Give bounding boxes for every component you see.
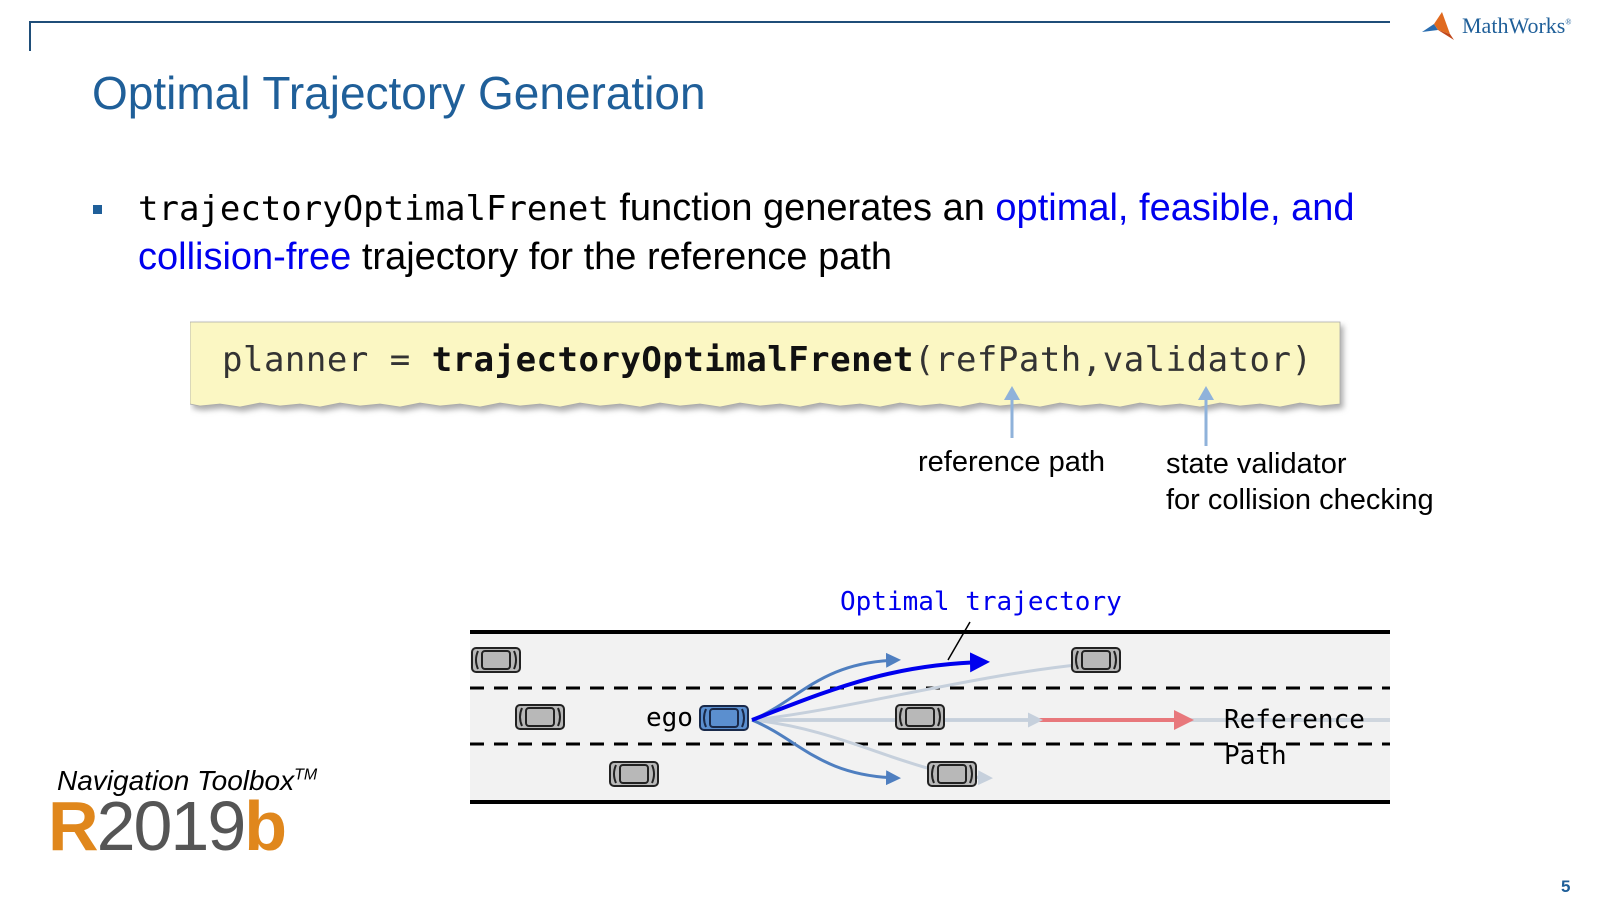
bullet-text-part1: function generates an [608,187,996,229]
code-line: planner = trajectoryOptimalFrenet(refPat… [222,340,1312,380]
code-args: (refPath,validator) [914,340,1313,380]
bullet-highlight-2: collision-free [138,236,352,278]
optimal-label-leader [947,621,971,661]
logo-registered-mark: ® [1565,17,1572,27]
header-rule-tick [29,21,31,51]
code-prefix: planner = [222,340,432,380]
obstacle-car [609,761,659,787]
toolbox-label: Navigation ToolboxTM [57,765,317,797]
code-function: trajectoryOptimalFrenet [431,340,915,380]
reference-label-line2: Path [1224,741,1287,771]
bullet-square-icon [93,205,102,214]
caption-state-validator: state validator for collision checking [1166,446,1434,518]
candidate-trajectory-left-far [751,655,1113,722]
release-badge: R2019b [48,786,287,866]
caption-reference-path: reference path [918,446,1106,478]
obstacle-car [515,704,565,730]
obstacle-car [1071,647,1121,673]
release-r: R [48,787,99,865]
ego-car-icon [699,705,749,731]
release-b: b [244,787,287,865]
ego-label: ego [646,703,693,733]
obstacle-car [895,704,945,730]
optimal-trajectory-path [751,652,990,722]
road-diagram: ego Optimal trajectory [470,587,1390,804]
mathworks-wordmark: MathWorks® [1462,13,1571,39]
header-rule [30,21,1390,23]
optimal-trajectory-label: Optimal trajectory [840,587,1122,617]
obstacle-car [927,761,977,787]
caption-validator-line2: for collision checking [1166,484,1434,516]
bullet-highlight-1: optimal, feasible, and [995,187,1355,229]
caption-validator-line1: state validator [1166,448,1347,480]
slide-title: Optimal Trajectory Generation [92,67,706,119]
logo-text: MathWorks [1462,13,1566,38]
release-year: 2019 [96,787,247,865]
bullet-function-name: trajectoryOptimalFrenet [138,189,609,229]
candidate-trajectory-right [751,718,901,786]
bullet-text-part2: trajectory for the reference path [351,236,893,278]
reference-label-line1: Reference [1224,705,1365,735]
toolbox-name: Navigation Toolbox [57,765,295,796]
mathworks-logo: MathWorks® [1420,8,1590,44]
bullet-text: trajectoryOptimalFrenet function generat… [138,184,1558,281]
obstacle-car [471,647,521,673]
toolbox-trademark: TM [294,766,318,784]
code-box [190,321,1341,408]
page-number: 5 [1561,877,1571,896]
membrane-logo-icon [1422,12,1454,40]
